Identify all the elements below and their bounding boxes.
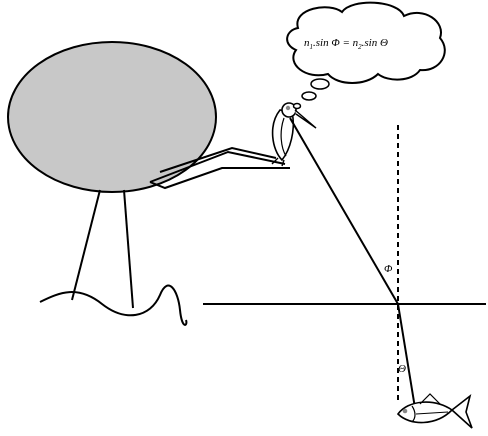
bird-beak [295,110,316,128]
thought-dot-large [311,79,329,89]
fish-tail [452,396,472,428]
tree-trunk-right [124,190,133,308]
thought-bubble: n1.sin Φ = n2.sin Θ [287,3,445,109]
angle-phi-label: Φ [384,263,393,275]
angle-theta-label: Θ [398,363,406,375]
fish-eye [403,409,408,414]
thought-dot-small [294,104,301,109]
tree-trunk-left [72,190,100,300]
bird [272,103,316,166]
fish [398,394,472,428]
refracted-ray [398,304,415,408]
incident-ray [290,118,398,304]
bird-eye [286,106,290,110]
snell-equation: n1.sin Φ = n2.sin Θ [304,37,388,51]
thought-dot-medium [302,92,316,100]
tree [8,42,290,325]
ground-line [40,286,186,325]
